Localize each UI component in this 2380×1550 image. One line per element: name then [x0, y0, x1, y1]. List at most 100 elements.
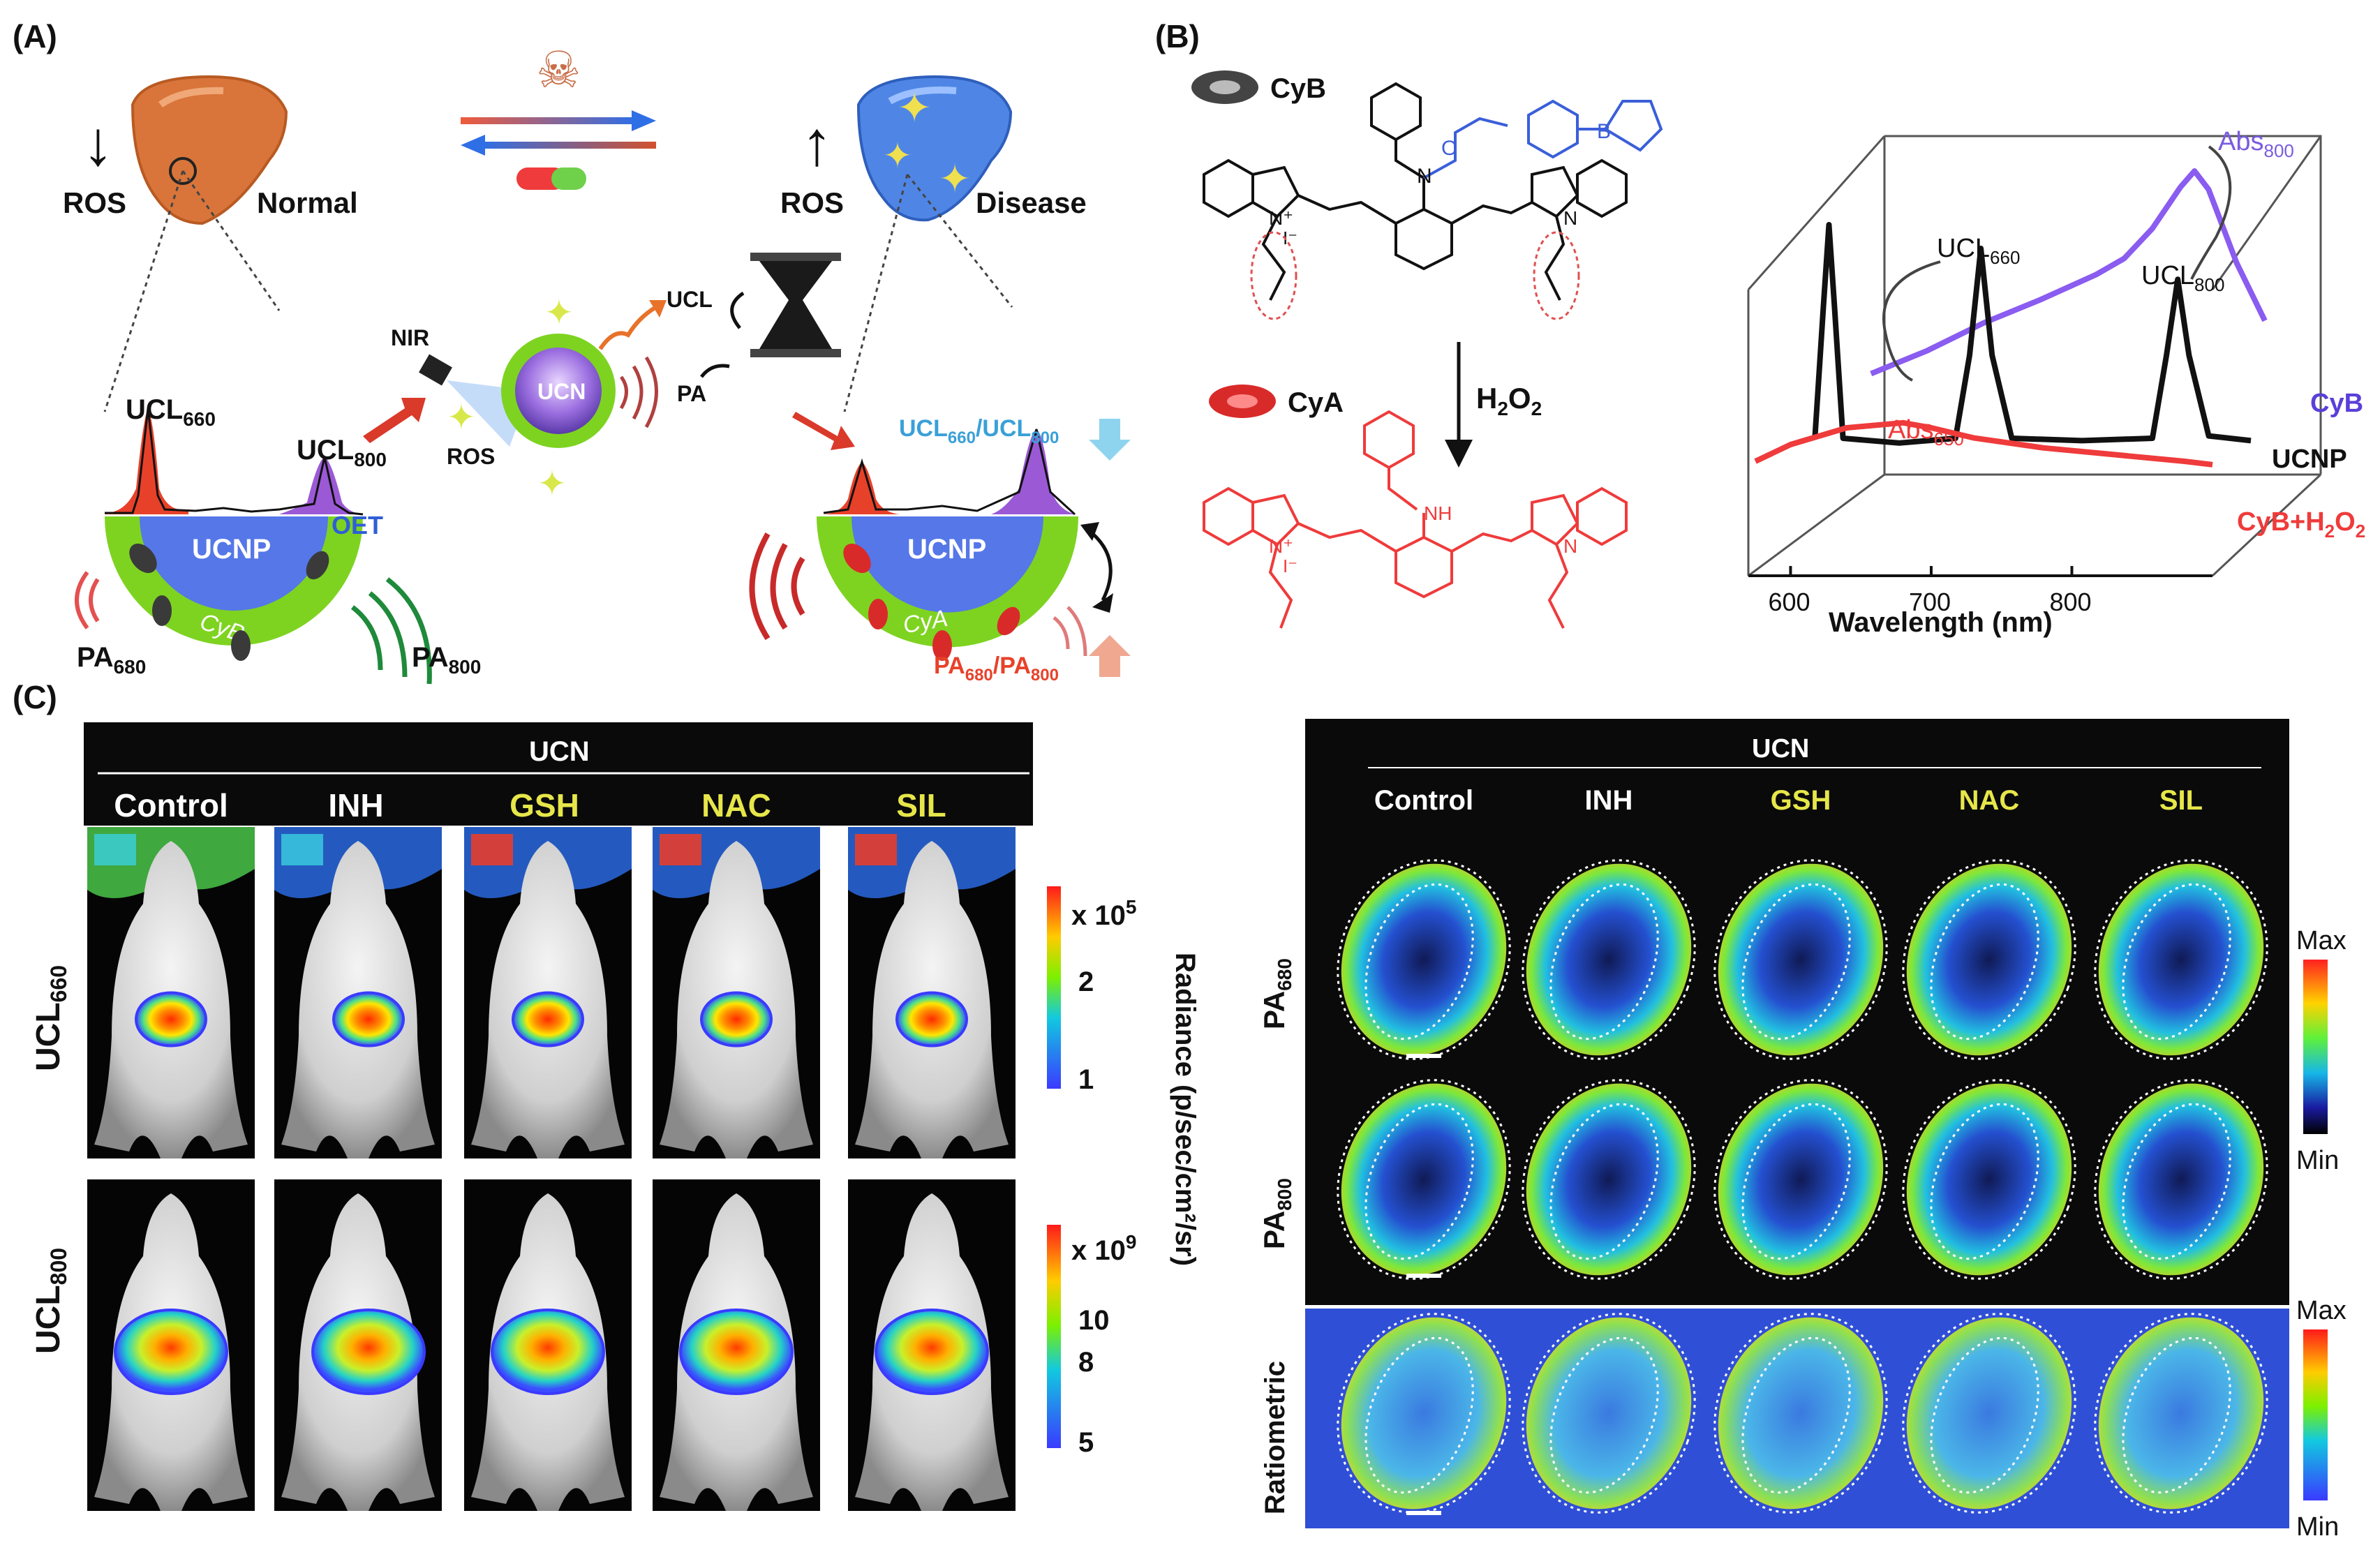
ucl-group-label-4: NAC [701, 787, 771, 824]
toxin-exchange: ☠ [461, 43, 656, 190]
sparkle-icon-left: ✦ [447, 398, 476, 437]
hourglass-top [750, 253, 841, 261]
disease-liver-highlight [888, 87, 957, 105]
mouse-image-r2-c4 [653, 1179, 820, 1511]
cyb-carbamate-link [1423, 117, 1508, 179]
cyb-b-label: B [1597, 120, 1611, 143]
scale-bar [1406, 1054, 1441, 1058]
heart-outline [2094, 1313, 2268, 1514]
cyb-nplus-label: N⁺ [1269, 207, 1293, 229]
legend-cyb-h2o2: CyB+H2O2 [2237, 507, 2365, 542]
scale1-exponent: x 105 [1071, 896, 1136, 931]
mouse-image-r1-c2 [274, 827, 442, 1158]
background-hotspot [855, 834, 897, 865]
cyb-left-benzene [1203, 158, 1254, 218]
pa-heart-r3-c1 [1337, 1313, 1511, 1515]
scale1-tick-1: 1 [1078, 1064, 1094, 1095]
chart-top-left-depth [1747, 135, 1886, 290]
reaction-arrow-head [1445, 440, 1473, 468]
disease-pa680-wave-icon [749, 532, 805, 641]
background-hotspot [94, 834, 136, 865]
forward-arrow-shaft [461, 117, 635, 124]
normal-ucl660-label: UCL660 [126, 394, 216, 430]
reverse-arrow-shaft [482, 142, 656, 149]
pa680-wave-icon [75, 571, 100, 629]
pa-group-label-5: SIL [2159, 785, 2203, 816]
annotation-abs650: Abs650 [1888, 415, 1964, 449]
ucl-group-label-2: INH [328, 787, 383, 824]
normal-liver-focus-circle [169, 157, 197, 185]
normal-ucnp-hemisphere: UCL660 UCL800 UCNP OET CyB PA680 PA800 [75, 394, 481, 685]
cyb-dye-2 [152, 595, 172, 626]
nir-laser-icon [419, 354, 452, 386]
skull-icon: ☠ [536, 43, 581, 98]
pa-group-label-2: INH [1585, 785, 1633, 816]
signal-spot [311, 1309, 426, 1395]
annotation-abs800: Abs800 [2218, 127, 2294, 161]
background-hotspot [471, 834, 513, 865]
cyb-right-propyl [1544, 216, 1565, 301]
heart-cross-section [1526, 1083, 1692, 1276]
heart-cross-section [1341, 1317, 1507, 1510]
panel-b: (B) CyB O B N N⁺ I⁻ N [1155, 18, 2365, 638]
heart-inner-outline [1930, 1103, 2039, 1260]
disease-ucl660-peak [824, 462, 900, 514]
scale-bar [1406, 1511, 1441, 1515]
pa-scale-min: Min [2296, 1146, 2339, 1175]
cya-dye-2 [868, 599, 888, 629]
cya-dye-1 [843, 543, 871, 574]
normal-ucl800-label: UCL800 [297, 435, 387, 470]
disease-spectrum-line [823, 429, 1076, 516]
cycle-arrow-icon-1 [730, 291, 745, 329]
pa-row3-label: Ratiometric [1260, 1361, 1291, 1514]
ratio-scale-bar [2303, 1329, 2328, 1500]
cyb-dye-3 [231, 630, 251, 661]
disease-cycle-arrow-icon [1087, 529, 1113, 602]
cya-center-ring [1394, 535, 1453, 599]
series-line-1 [1870, 168, 2268, 377]
radiance-scale-bar-2 [1047, 1225, 1061, 1448]
cya-benzyl-link [1388, 468, 1418, 511]
cyb-phenyl-ring [1527, 99, 1579, 159]
ratio-scale-max: Max [2296, 1296, 2346, 1325]
mouse-image-r2-c1 [87, 1179, 255, 1511]
pa-group-label-4: NAC [1959, 785, 2020, 816]
cya-title: CyA [1288, 387, 1344, 418]
ucn-particle-scheme: NIR UCN ✦ ✦ ✦ ROS UCL PA [363, 253, 855, 503]
heart-cross-section [1906, 863, 2072, 1056]
cya-dye-icon-inner [1227, 394, 1258, 408]
red-arrow-left [363, 398, 426, 443]
normal-oet-label: OET [332, 511, 383, 539]
normal-spectrum-line [105, 408, 364, 516]
ros-up-arrow-icon: ↑ [801, 109, 833, 179]
chart-xlabel: Wavelength (nm) [1829, 607, 2053, 638]
heart-cross-section [1718, 1083, 1884, 1276]
cya-right-chain [1451, 529, 1533, 553]
chart-top-right-depth [2211, 135, 2322, 290]
pa-heart-r3-c4 [1902, 1313, 2076, 1514]
cyb-left-propyl [1261, 216, 1286, 301]
mouse-image-r2-c2 [274, 1179, 442, 1511]
ucl-emission-wave-icon [598, 305, 657, 350]
scale-bar [1406, 1274, 1441, 1278]
h2o2-label: H2O2 [1476, 382, 1542, 419]
chart-bottom-left-depth [1748, 473, 1885, 577]
heart-inner-outline [1364, 1103, 1474, 1260]
signal-spot [512, 991, 584, 1048]
ratio-pa-up-arrow-icon [1089, 635, 1131, 677]
signal-spot [135, 991, 207, 1048]
normal-pa800-label: PA800 [412, 642, 481, 678]
pa800-wave-icon [350, 577, 432, 685]
background-hotspot [660, 834, 701, 865]
scale2-tick-5: 5 [1078, 1427, 1094, 1458]
cya-left-pyrrole [1251, 493, 1300, 546]
chart-bottom-right-depth [2211, 473, 2322, 577]
chart-box [1747, 135, 2322, 577]
cyb-n-label: N [1417, 165, 1432, 188]
